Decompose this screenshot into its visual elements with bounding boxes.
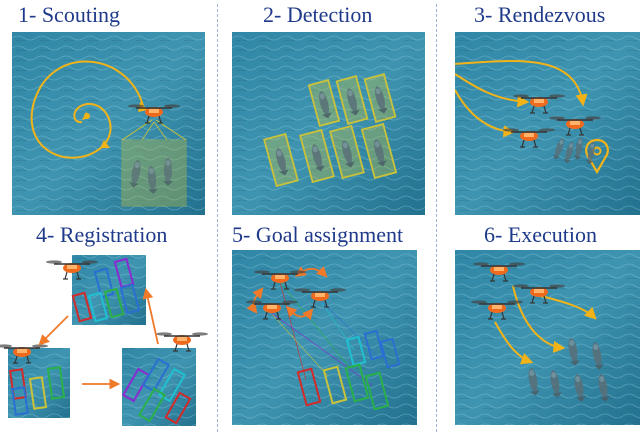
scouting-spiral-path [30, 60, 145, 159]
panel-title-goal-assignment: 5- Goal assignment [232, 222, 404, 247]
panel-title-registration: 4- Registration [36, 222, 168, 247]
panel-title-scouting: 1- Scouting [18, 2, 121, 27]
scene-goal-assignment [232, 250, 417, 425]
scene-rendezvous [455, 32, 640, 215]
scene-execution [455, 250, 640, 425]
registration-tile-bottom-right [121, 348, 196, 426]
panel-title-detection: 2- Detection [263, 2, 373, 27]
panel-title-execution: 6- Execution [484, 222, 598, 247]
panel-title-rendezvous: 3- Rendezvous [474, 2, 606, 27]
divider-vertical-right [436, 4, 437, 432]
registration-tile-top [71, 255, 146, 325]
scene-registration [0, 250, 217, 435]
registration-tile-bottom-left [8, 348, 70, 418]
divider-vertical-left [217, 4, 218, 432]
scene-scouting [12, 32, 205, 215]
scene-detection [232, 32, 425, 215]
